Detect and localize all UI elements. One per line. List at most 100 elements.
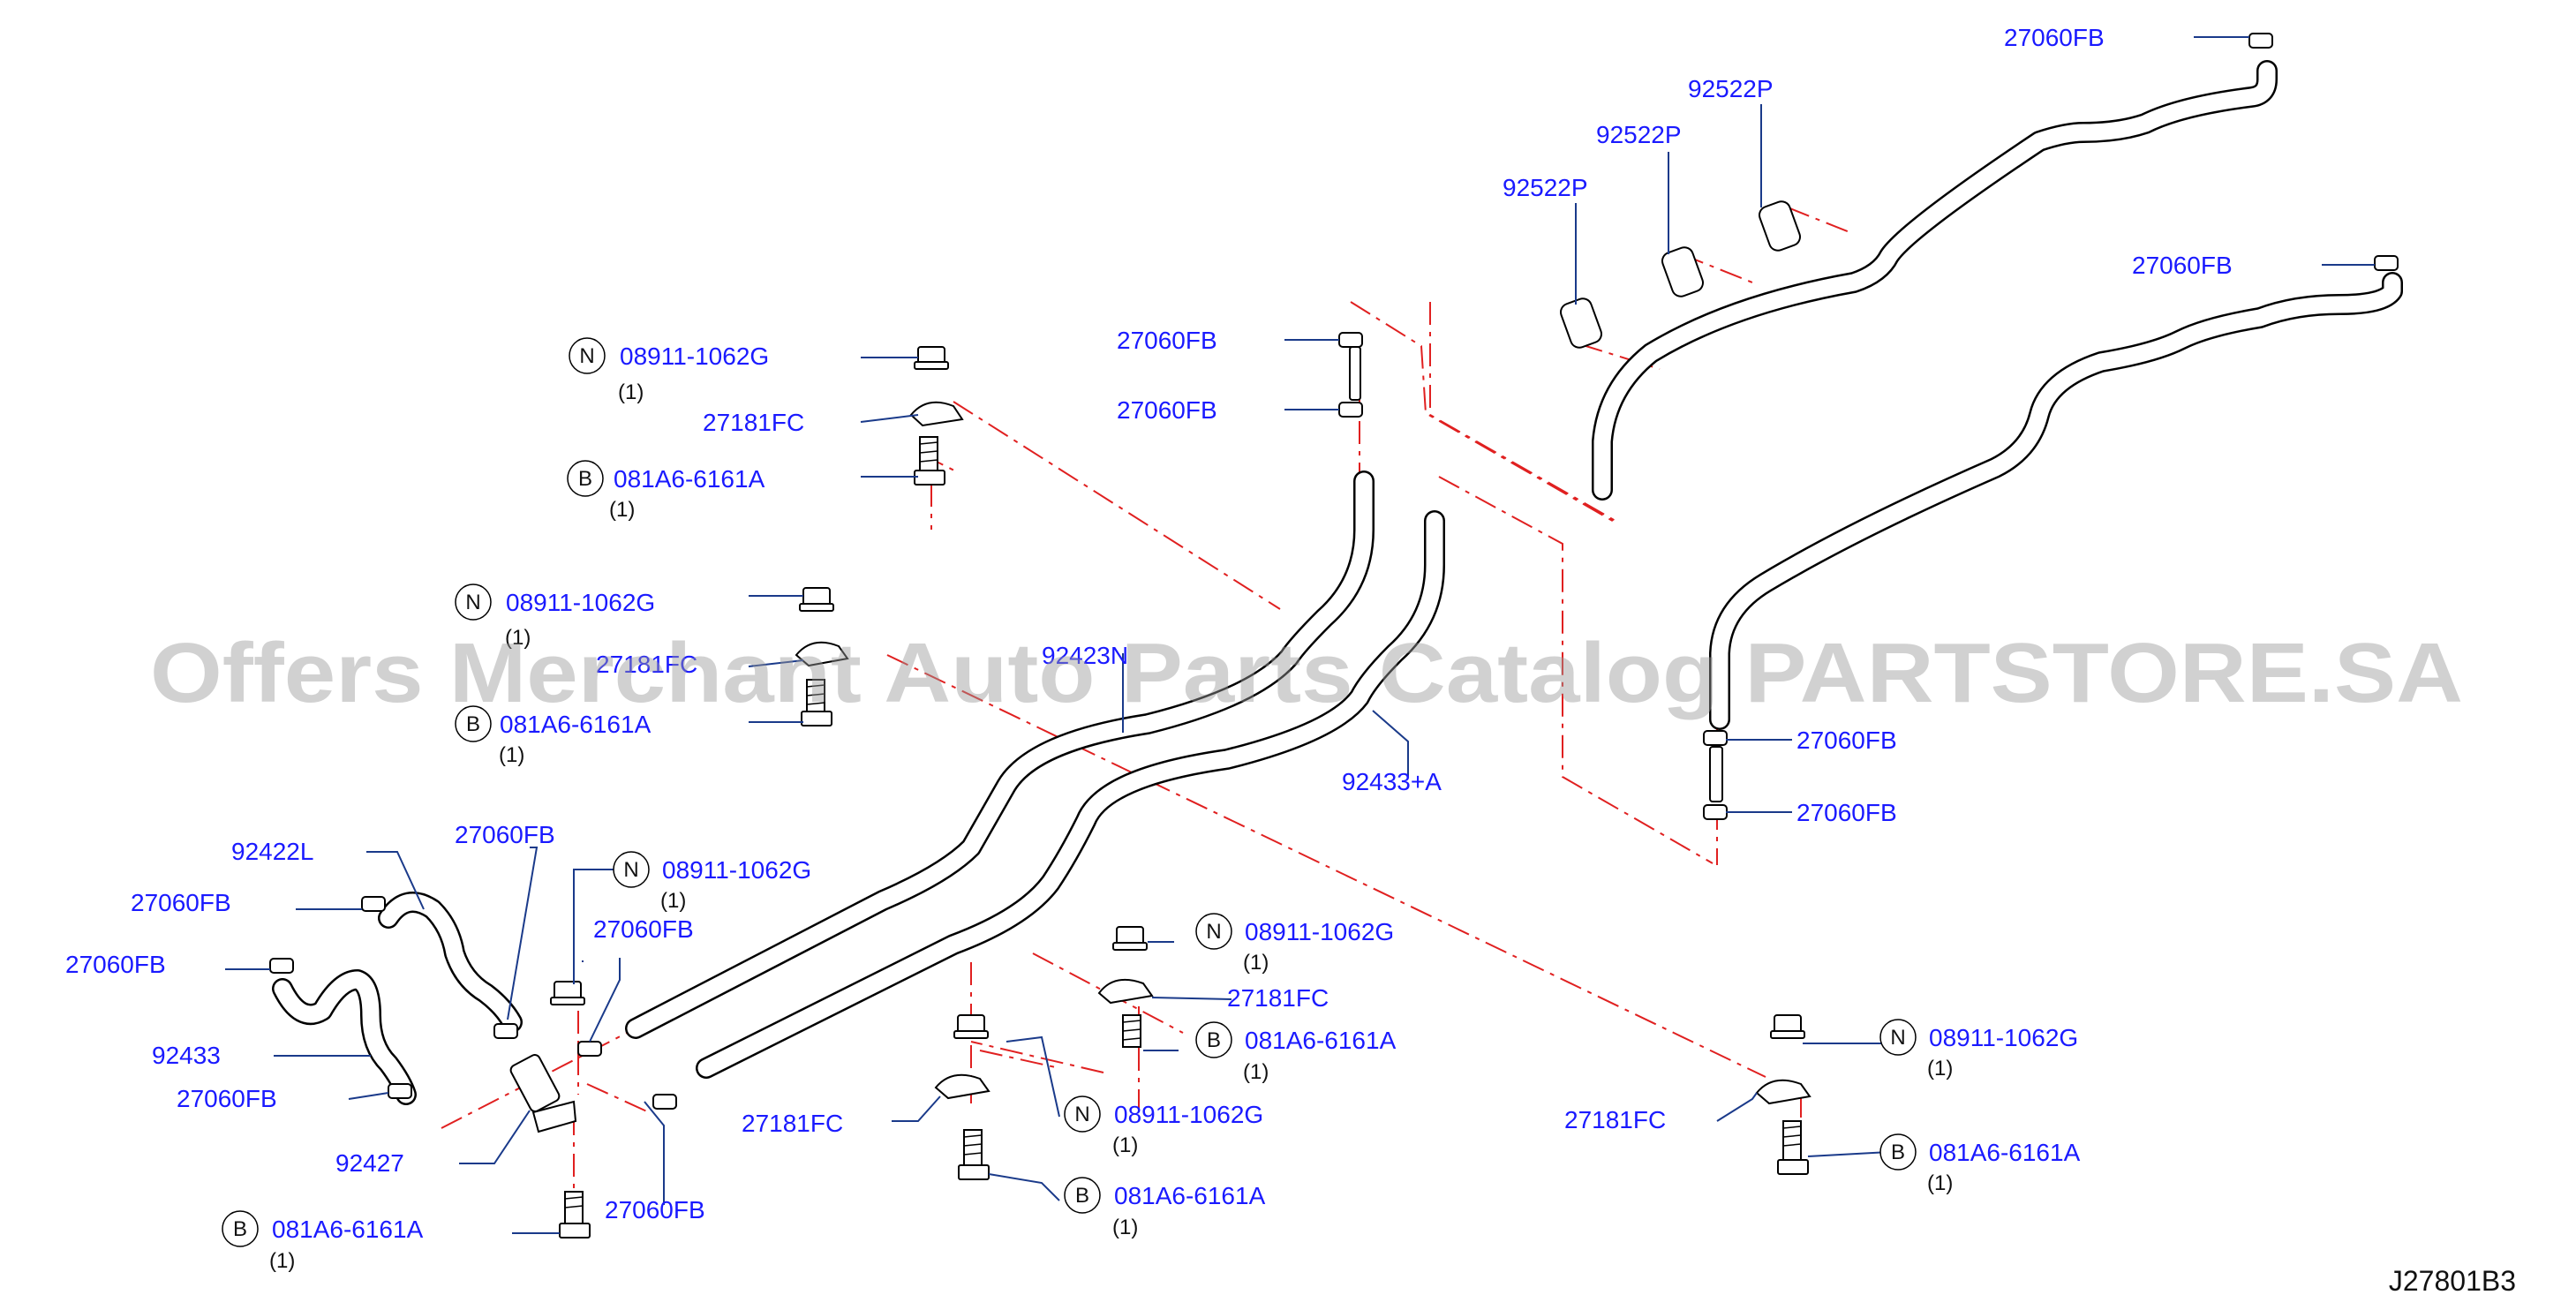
nut-08911-1062g-icon[interactable] bbox=[799, 587, 834, 612]
hose-clamp-27060fb-icon[interactable] bbox=[1703, 730, 1728, 746]
clip-27181fc-icon[interactable] bbox=[795, 641, 849, 667]
part-label[interactable]: 27181FC bbox=[596, 651, 697, 678]
part-label[interactable]: 27181FC bbox=[1564, 1106, 1666, 1133]
nut-08911-1062g-icon[interactable] bbox=[1770, 1014, 1805, 1039]
prefix-letter: B bbox=[233, 1217, 247, 1241]
circle-marker bbox=[1879, 1019, 1917, 1056]
part-label[interactable]: 92522P bbox=[1596, 121, 1682, 148]
part-label[interactable]: 081A6-6161A bbox=[1245, 1027, 1397, 1054]
prefix-letter: B bbox=[1075, 1184, 1089, 1208]
hose-clamp-27060fb-icon[interactable] bbox=[652, 1094, 677, 1110]
quantity: (1) bbox=[505, 626, 531, 650]
clip-92522p-icon[interactable] bbox=[1558, 296, 1604, 350]
part-label[interactable]: 081A6-6161A bbox=[1929, 1139, 2081, 1166]
part-label[interactable]: 27060FB bbox=[1796, 799, 1897, 826]
part-label[interactable]: 92433 bbox=[152, 1042, 221, 1069]
circle-marker bbox=[1195, 913, 1232, 950]
nut-08911-1062g-icon[interactable] bbox=[953, 1014, 989, 1039]
bolt-081a6-6161a-icon[interactable] bbox=[559, 1191, 591, 1238]
part-label[interactable]: 08911-1062G bbox=[620, 343, 769, 370]
part-label[interactable]: 27181FC bbox=[1227, 984, 1329, 1012]
leader-lines bbox=[225, 36, 2375, 1234]
part-label[interactable]: 08911-1062G bbox=[1114, 1101, 1263, 1128]
prefix-letter: B bbox=[1891, 1141, 1905, 1164]
part-label[interactable]: 27060FB bbox=[1796, 727, 1897, 754]
part-label[interactable]: 92422L bbox=[231, 838, 313, 865]
prefix-letter: N bbox=[1890, 1026, 1905, 1050]
circle-marker bbox=[1064, 1177, 1101, 1214]
hose-clamp-27060fb-icon[interactable] bbox=[2374, 255, 2399, 271]
part-label[interactable]: 081A6-6161A bbox=[614, 465, 765, 493]
bolt-081a6-6161a-icon[interactable] bbox=[801, 679, 832, 727]
part-label[interactable]: 08911-1062G bbox=[662, 856, 811, 884]
hose-clamp-27060fb-icon[interactable] bbox=[1338, 332, 1363, 348]
circle-marker bbox=[569, 337, 606, 374]
prefix-letter: B bbox=[466, 712, 480, 736]
part-label[interactable]: 27060FB bbox=[593, 915, 694, 943]
clip-92522p-icon[interactable] bbox=[1660, 245, 1706, 298]
hose-92433-a[interactable] bbox=[696, 510, 1445, 1079]
clip-27181fc-icon[interactable] bbox=[934, 1073, 990, 1100]
hose-clamp-27060fb-icon[interactable] bbox=[493, 1023, 518, 1039]
part-label[interactable]: 92427 bbox=[335, 1149, 404, 1177]
circle-marker bbox=[1195, 1021, 1232, 1058]
part-label[interactable]: 27060FB bbox=[131, 889, 231, 916]
part-label[interactable]: 27060FB bbox=[177, 1085, 277, 1112]
part-label[interactable]: 08911-1062G bbox=[1245, 918, 1394, 945]
hose-92423n[interactable] bbox=[625, 471, 1375, 1039]
part-label[interactable]: 27060FB bbox=[1117, 396, 1217, 424]
part-label[interactable]: 27060FB bbox=[65, 951, 166, 978]
hose-fitting-icon bbox=[1709, 746, 1723, 802]
hose-clamp-27060fb-icon[interactable] bbox=[577, 1041, 602, 1057]
clip-27181fc-icon[interactable] bbox=[1755, 1079, 1811, 1105]
bolt-081a6-6161a-icon[interactable] bbox=[914, 436, 945, 486]
bolt-081a6-6161a-icon[interactable] bbox=[1122, 1014, 1141, 1048]
nut-08911-1062g-icon[interactable] bbox=[914, 346, 949, 370]
hose-upper-right-1[interactable] bbox=[1592, 60, 2278, 501]
circle-marker bbox=[455, 583, 492, 621]
hose-clamp-27060fb-icon[interactable] bbox=[269, 958, 294, 974]
hose-clamp-27060fb-icon[interactable] bbox=[1338, 402, 1363, 418]
hose-92422l[interactable] bbox=[378, 892, 523, 1033]
circle-marker bbox=[567, 460, 604, 497]
part-label[interactable]: 27181FC bbox=[742, 1110, 843, 1137]
quantity: (1) bbox=[1112, 1216, 1138, 1239]
part-label[interactable]: 27060FB bbox=[455, 821, 555, 848]
part-label[interactable]: 081A6-6161A bbox=[1114, 1182, 1266, 1209]
part-label[interactable]: 92522P bbox=[1688, 75, 1774, 102]
tee-connector-92427-icon[interactable] bbox=[508, 1053, 577, 1133]
part-label[interactable]: 92423N bbox=[1042, 642, 1128, 669]
hose-clamp-27060fb-icon[interactable] bbox=[2248, 33, 2273, 49]
diagram-code: J27801B3 bbox=[2389, 1265, 2516, 1297]
hose-clamp-27060fb-icon[interactable] bbox=[388, 1083, 412, 1099]
part-label[interactable]: 27060FB bbox=[2004, 24, 2105, 51]
quantity: (1) bbox=[618, 380, 644, 404]
part-label[interactable]: 27060FB bbox=[605, 1196, 705, 1223]
clip-27181fc-icon[interactable] bbox=[909, 401, 964, 427]
part-label[interactable]: 08911-1062G bbox=[506, 589, 655, 616]
part-label[interactable]: 08911-1062G bbox=[1929, 1024, 2078, 1051]
part-label[interactable]: 92433+A bbox=[1342, 768, 1442, 795]
bolt-081a6-6161a-icon[interactable] bbox=[958, 1129, 990, 1180]
circle-marker bbox=[222, 1210, 259, 1247]
quantity: (1) bbox=[269, 1249, 295, 1273]
part-label[interactable]: 081A6-6161A bbox=[272, 1216, 424, 1243]
quantity: (1) bbox=[1243, 1060, 1269, 1084]
part-label[interactable]: 081A6-6161A bbox=[500, 711, 652, 738]
hose-92433[interactable] bbox=[272, 969, 417, 1105]
hose-clamp-27060fb-icon[interactable] bbox=[1703, 804, 1728, 820]
part-label[interactable]: 27060FB bbox=[2132, 252, 2233, 279]
hose-upper-right-2[interactable] bbox=[1709, 272, 2403, 730]
nut-08911-1062g-icon[interactable] bbox=[1112, 926, 1148, 951]
hose-fitting-icon bbox=[1349, 346, 1361, 401]
bolt-081a6-6161a-icon[interactable] bbox=[1777, 1120, 1809, 1175]
clip-27181fc-icon[interactable] bbox=[1097, 978, 1154, 1005]
clip-92522p-icon[interactable] bbox=[1757, 199, 1803, 252]
circle-marker bbox=[1879, 1133, 1917, 1171]
part-label[interactable]: 92522P bbox=[1503, 174, 1588, 201]
hose-clamp-27060fb-icon[interactable] bbox=[361, 896, 386, 912]
part-label[interactable]: 27181FC bbox=[703, 409, 804, 436]
nut-08911-1062g-icon[interactable] bbox=[550, 981, 585, 1005]
part-label[interactable]: 27060FB bbox=[1117, 327, 1217, 354]
quantity: (1) bbox=[1112, 1133, 1138, 1157]
